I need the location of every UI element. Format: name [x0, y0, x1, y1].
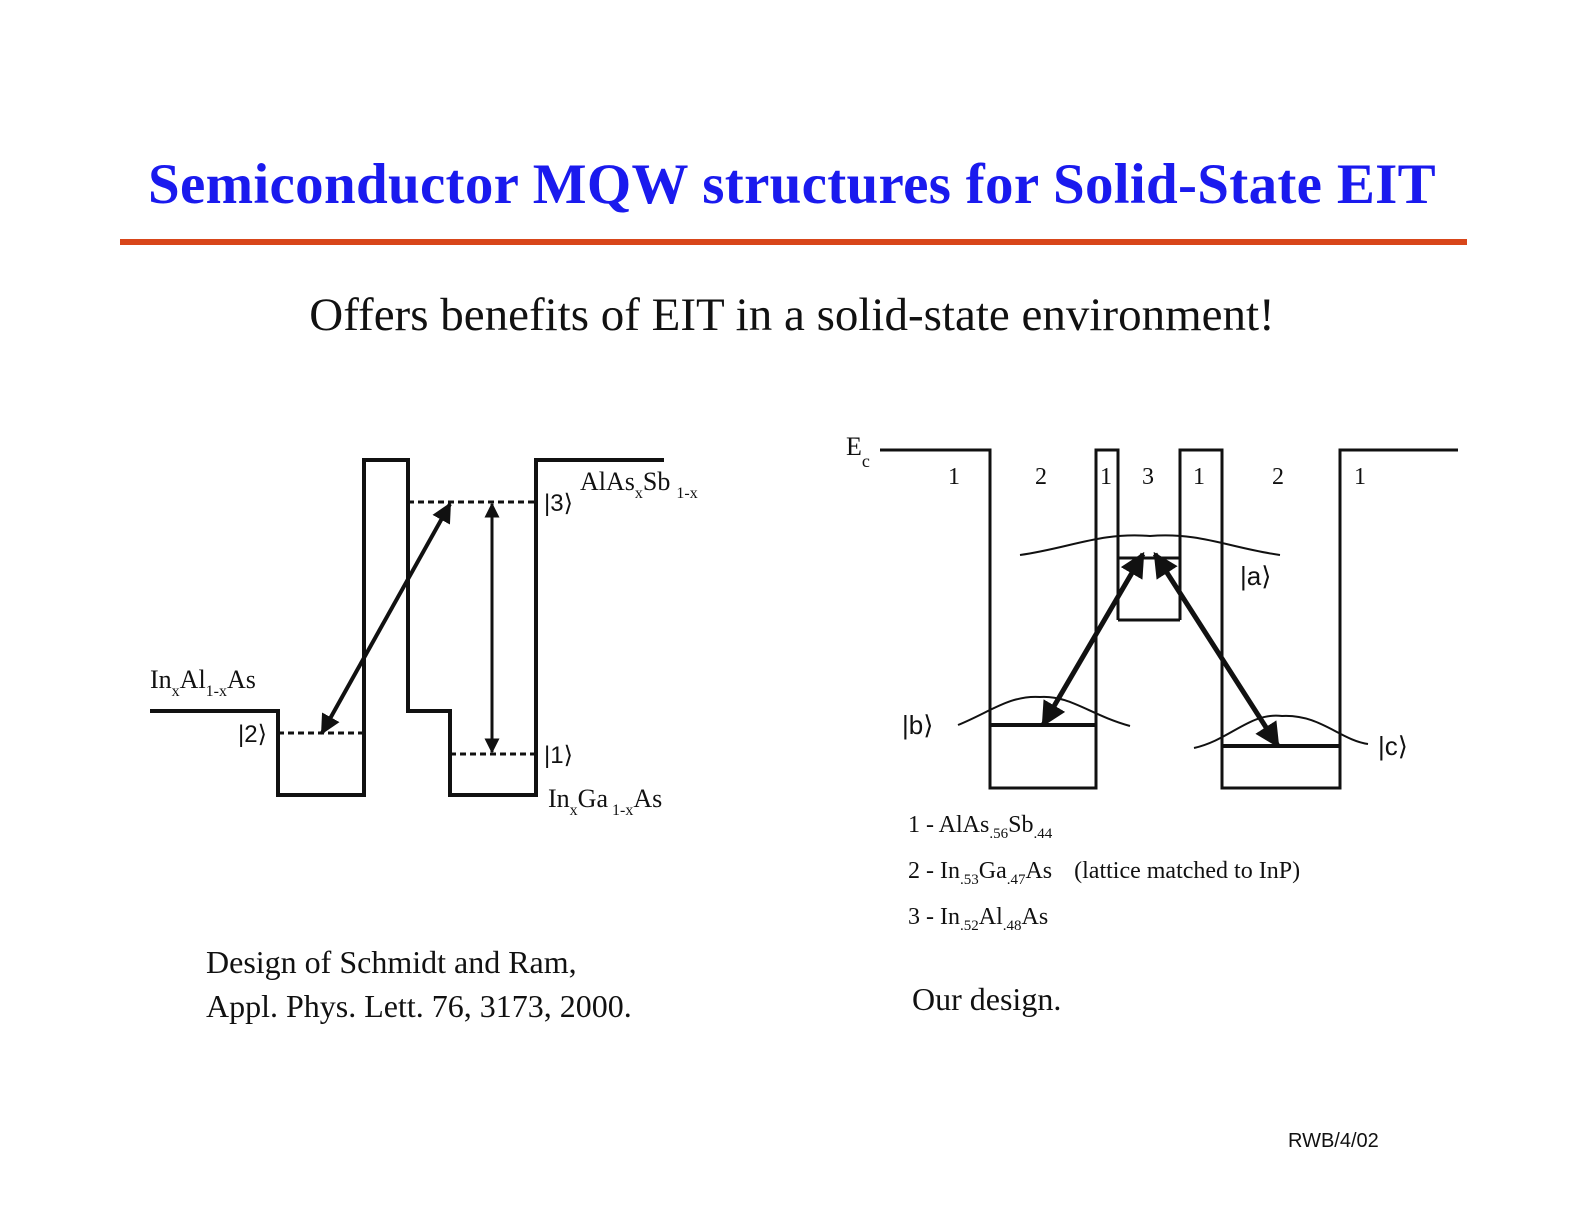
- region-label: 2: [1035, 464, 1047, 490]
- right-caption: Our design.: [912, 981, 1062, 1017]
- left-band-profile: [150, 458, 664, 797]
- legend-item: 1 - AlAs.56Sb.44: [908, 812, 1053, 842]
- right-band-diagram: [880, 448, 1458, 790]
- state-1-label: |1⟩: [544, 742, 573, 769]
- region-label: 1: [1100, 464, 1112, 490]
- right-band-profile: [880, 448, 1458, 790]
- transition-arrow-a-c: [1152, 551, 1281, 749]
- left-caption-line1: Design of Schmidt and Ram,: [206, 944, 577, 980]
- slide-footer: RWB/4/02: [1288, 1130, 1379, 1152]
- slide-subtitle: Offers benefits of EIT in a solid-state …: [309, 289, 1275, 341]
- diagonal-transition-arrow: [320, 502, 452, 735]
- ec-label: Ec: [846, 432, 870, 471]
- region-label: 1: [948, 464, 960, 490]
- left-band-diagram: [150, 458, 664, 797]
- legend-item: 2 - In.53Ga.47As(lattice matched to InP): [908, 858, 1301, 888]
- slide-title: Semiconductor MQW structures for Solid-S…: [148, 153, 1436, 216]
- state-3-label: |3⟩: [544, 490, 573, 517]
- state-c-label: |c⟩: [1378, 731, 1408, 761]
- wavefunction-c: [1193, 714, 1369, 749]
- label-inalas: InxAl1-xAs: [150, 665, 256, 700]
- region-label: 1: [1193, 464, 1205, 490]
- left-caption-line2: Appl. Phys. Lett. 76, 3173, 2000.: [206, 988, 632, 1024]
- region-label: 3: [1142, 464, 1154, 490]
- state-a-label: |a⟩: [1240, 561, 1271, 591]
- transition-arrow-b-a: [1040, 551, 1146, 728]
- state-2-label: |2⟩: [238, 721, 267, 748]
- material-legend: 1 - AlAs.56Sb.44 2 - In.53Ga.47As(lattic…: [908, 812, 1300, 950]
- left-caption: Design of Schmidt and Ram, Appl. Phys. L…: [206, 940, 632, 1028]
- region-label: 1: [1354, 464, 1366, 490]
- state-b-label: |b⟩: [902, 710, 933, 740]
- region-label: 2: [1272, 464, 1284, 490]
- title-underline: [120, 239, 1467, 245]
- wavefunction-a: [1019, 534, 1281, 556]
- legend-item: 3 - In.52Al.48As: [908, 904, 1049, 934]
